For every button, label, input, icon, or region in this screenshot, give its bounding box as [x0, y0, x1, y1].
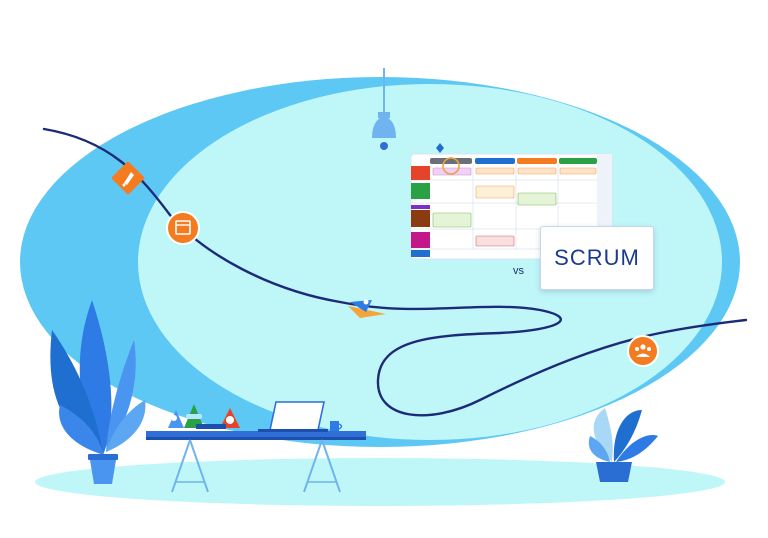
board-card: [432, 212, 472, 228]
board-card: [432, 167, 472, 176]
paper-plane-icon: [348, 299, 386, 318]
board-card: [475, 185, 515, 199]
board-column-header: [559, 158, 597, 164]
mascot-figures: [168, 404, 240, 429]
board-row-label: [411, 210, 430, 227]
scrum-card: SCRUM: [540, 226, 654, 290]
vs-label: vs: [513, 265, 524, 277]
board-row-label: [411, 205, 430, 209]
lamp-icon: [372, 68, 396, 150]
left-plant: [50, 300, 146, 484]
calendar-icon: [166, 211, 200, 245]
board-column-header: [430, 158, 472, 164]
rocket-icon: [111, 161, 145, 195]
laptop: [258, 401, 328, 432]
board-row-label: [411, 166, 430, 180]
scrum-label: SCRUM: [554, 245, 640, 270]
board-column-header: [517, 158, 557, 164]
board-card: [517, 192, 557, 206]
right-plant: [588, 408, 658, 482]
board-card: [559, 167, 597, 175]
board-card: [475, 235, 515, 247]
board-row-label: [411, 183, 430, 199]
board-column-header: [475, 158, 515, 164]
ground-shadow: [35, 458, 725, 506]
team-icon: [627, 335, 659, 367]
journey-path: [42, 127, 748, 417]
mug: [330, 421, 343, 431]
desk: [146, 431, 366, 493]
board-row-label: [411, 232, 430, 248]
board-add-button: [411, 250, 430, 257]
board-card: [517, 167, 557, 175]
board-card: [475, 167, 515, 175]
